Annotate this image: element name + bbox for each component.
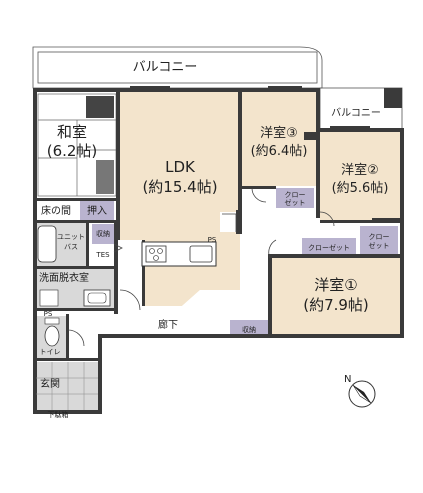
tokonoma-label: 床の間 [41,204,71,217]
walls [33,86,404,414]
room3-name: 洋室③ [260,125,298,141]
room1-size: (約7.9帖) [303,296,369,314]
ldk-size: (約15.4帖) [142,178,217,196]
closet-room3 [276,188,314,208]
washitsu-name: 和室 [57,123,87,141]
getabako-label: 下駄箱 [48,410,69,419]
hall-storage [230,320,268,338]
wash-basin [39,289,111,307]
closet-room1 [302,238,356,256]
unit-bath-label-2: バス [64,243,78,251]
kitchen-storage-label: 収納 [96,229,110,238]
compass-north-label: N [344,374,351,385]
room1-name: 洋室① [314,276,357,294]
toilet-fixture [44,317,60,347]
closet3-label-2: ゼット [285,198,306,207]
oshiire-closet [80,200,114,220]
genkan-tiles [36,362,98,410]
balcony-right-label: バルコニー [331,107,381,119]
washroom-label: 洗面脱衣室 [39,271,89,284]
closet2-label-2: ゼット [369,241,390,250]
unit-bath-label-1: ユニット [57,233,85,241]
closets [80,188,398,338]
tes-label: TES [95,251,110,259]
hall-storage-label: 収納 [242,325,256,334]
washitsu-size: (6.2帖) [47,142,98,160]
oshiire-label: 押入 [87,204,107,217]
room2-size: (約5.6帖) [332,181,389,196]
closet3-label-1: クロー [285,191,306,199]
compass-icon [348,380,376,408]
balcony-top-label: バルコニー [133,60,198,75]
bathtub [37,225,57,263]
ps-center-label: PS [208,236,217,244]
kitchen-storage [92,224,116,244]
closet-room2 [360,226,398,256]
hallway-label: 廊下 [158,318,178,331]
closet1-label: クローゼット [308,243,350,252]
balcony-top [32,46,323,89]
tatami-pattern [37,93,117,197]
ps-left-label: PS [44,310,53,318]
room3-size: (約6.4帖) [251,144,308,159]
genkan-label: 玄関 [40,377,60,390]
ldk-name: LDK [165,158,196,176]
room2-name: 洋室② [341,162,379,178]
toilet-label: トイレ [40,348,61,356]
closet2-label-1: クロー [369,233,390,241]
kitchen-counter [141,241,217,267]
door-swings [67,187,335,347]
